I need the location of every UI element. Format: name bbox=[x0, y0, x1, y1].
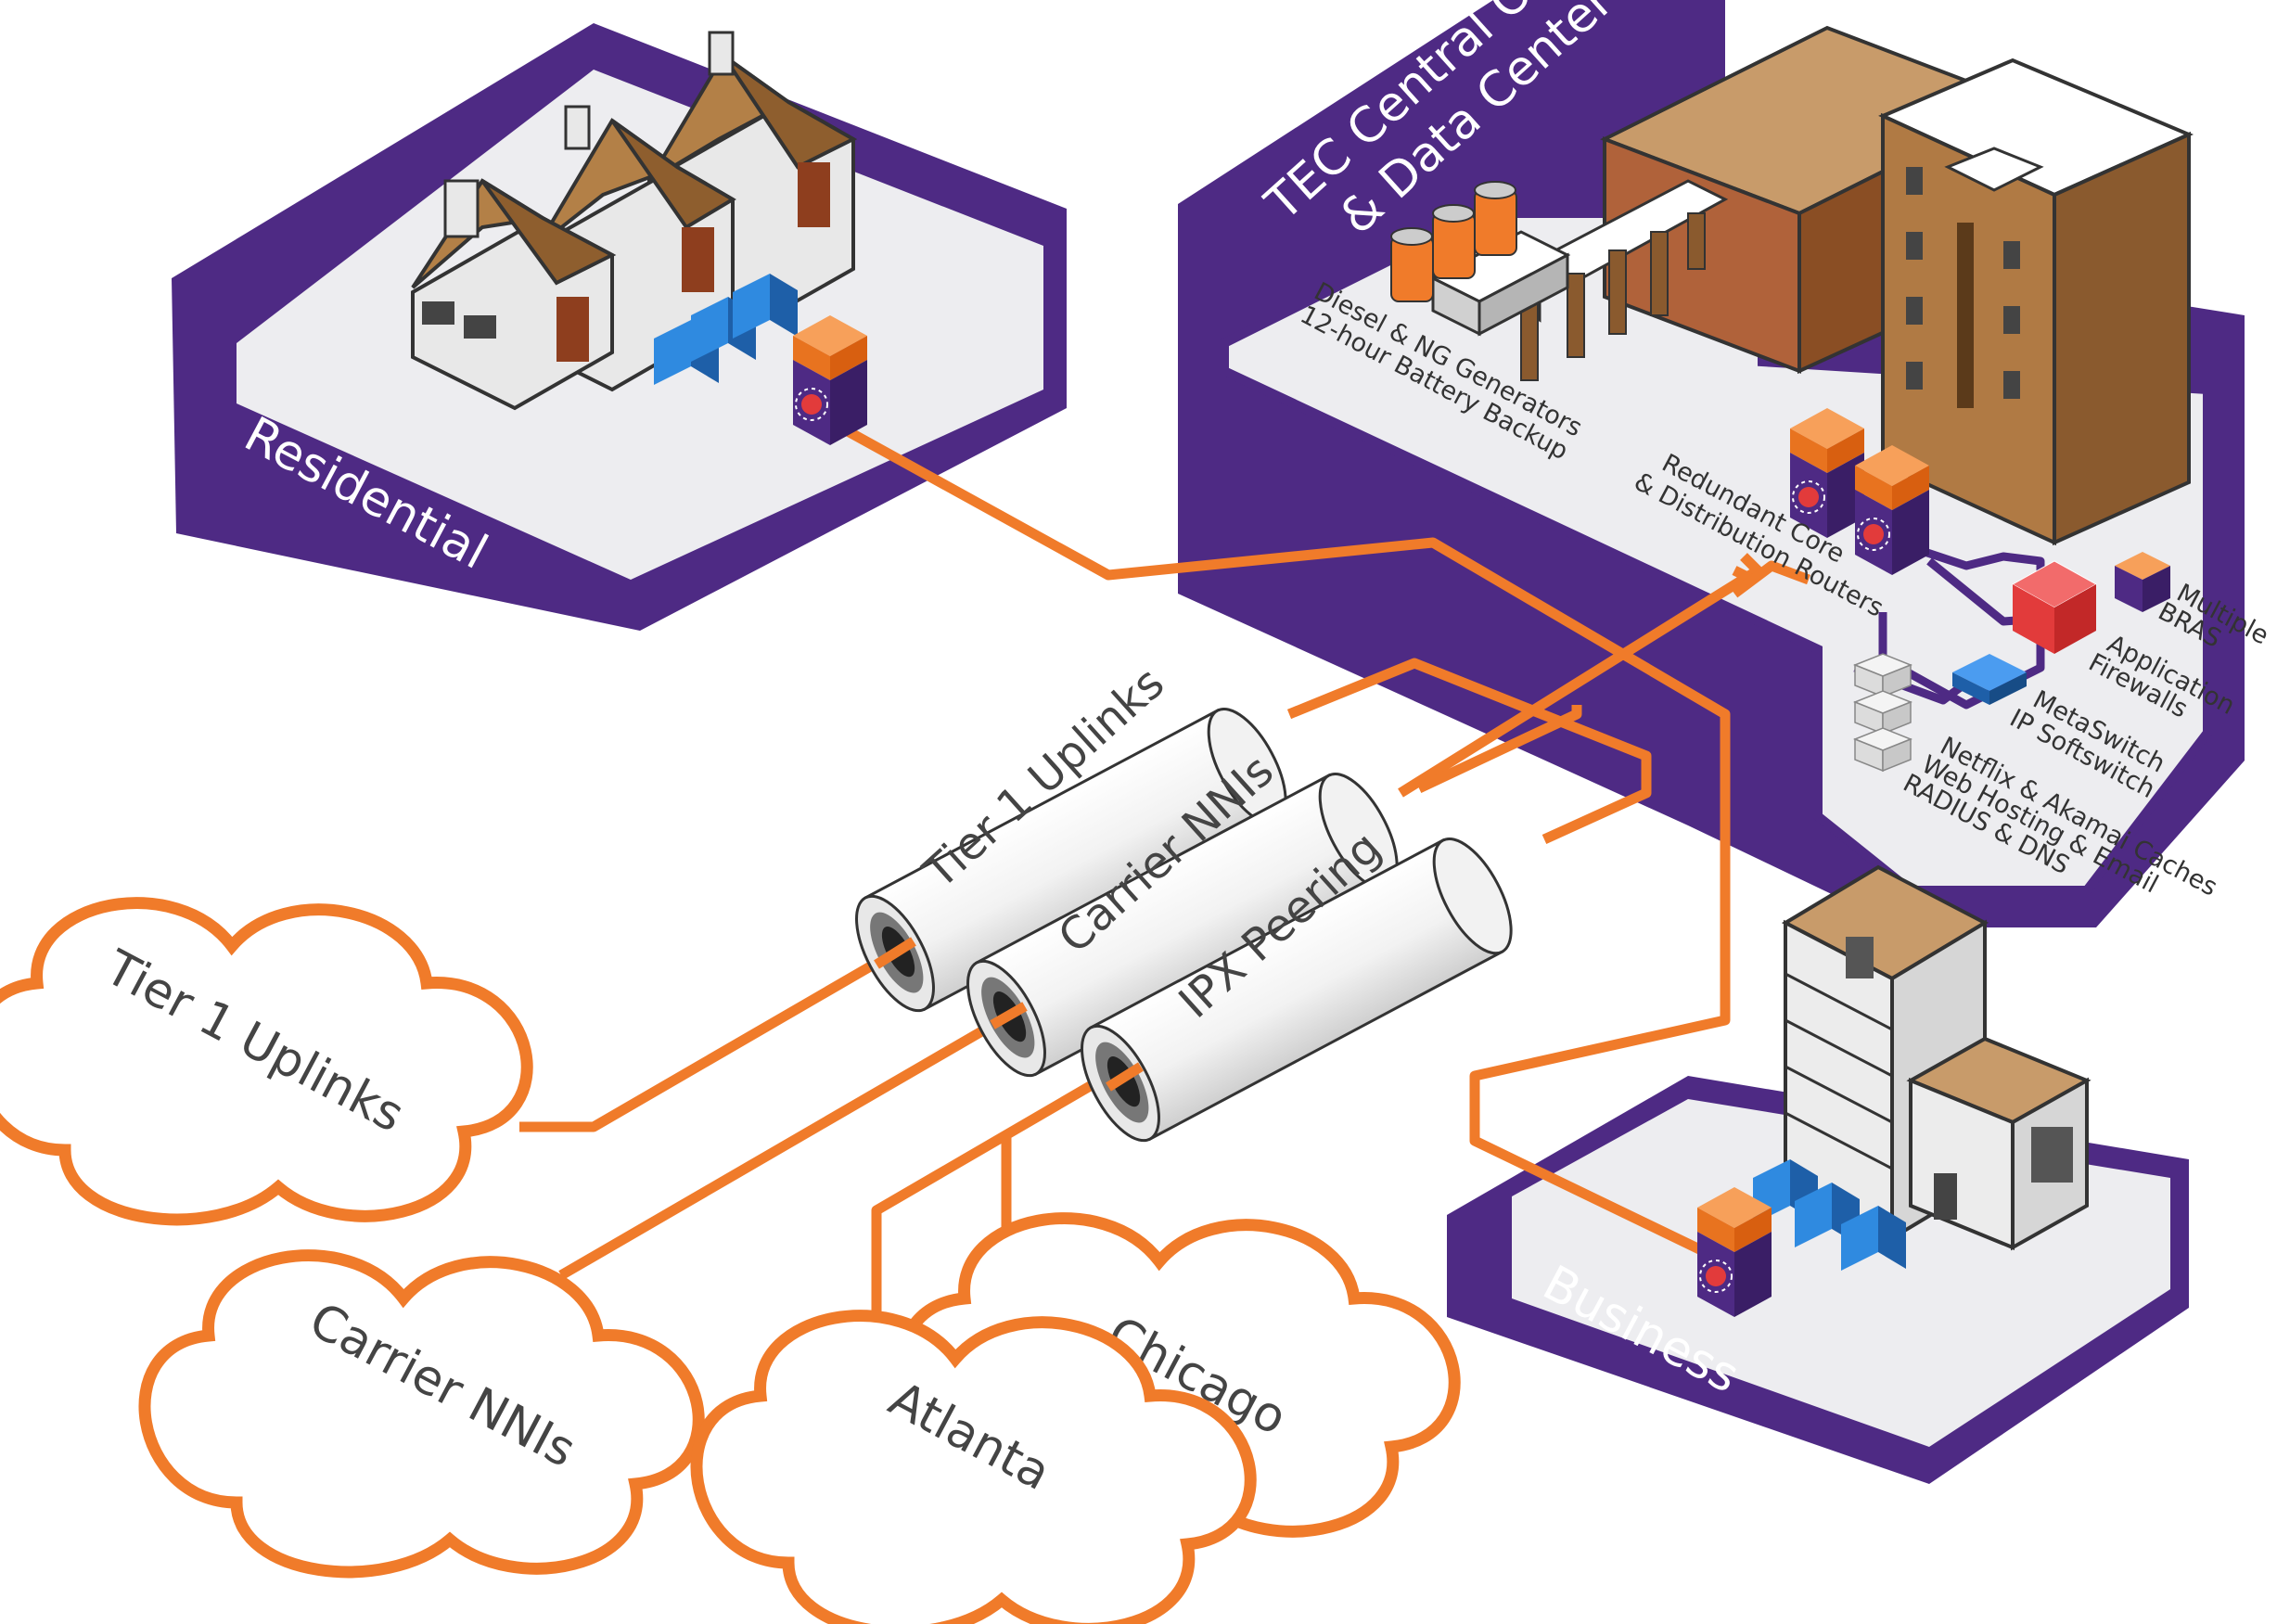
link-tier1-cloud bbox=[519, 937, 916, 1132]
link-pipe2-feed bbox=[1416, 705, 1582, 793]
bras-icon bbox=[2115, 552, 2170, 612]
link-carrier-cloud bbox=[558, 1002, 1028, 1280]
pipe-entry-links bbox=[874, 937, 1144, 1092]
cloud-icon-carrier: Carrier NNIs bbox=[145, 1256, 698, 1572]
office-building-icon-co-tower bbox=[1878, 58, 2194, 546]
house-icon-3 bbox=[411, 178, 617, 411]
cloud-icon-tier1: Tier 1 Uplinks bbox=[0, 903, 527, 1220]
router-icon-core-2 bbox=[1854, 444, 1930, 576]
link-ipx-atlanta bbox=[871, 1057, 1134, 1326]
link-core-uplink bbox=[1731, 560, 1810, 598]
house-icon-2 bbox=[536, 105, 736, 392]
router-icon-business bbox=[1696, 1186, 1772, 1318]
cloud-icon-atlanta: Atlanta bbox=[697, 1316, 1250, 1624]
network-links bbox=[519, 422, 1810, 1326]
link-pipe1-to-core bbox=[1286, 658, 1652, 845]
firewall-icon bbox=[2011, 560, 2098, 654]
link-residential-to-core bbox=[837, 422, 1746, 1275]
switch-icon bbox=[1952, 654, 2027, 705]
router-icon-residential bbox=[792, 314, 868, 446]
office-building-icon-business-short bbox=[1906, 1036, 2092, 1251]
battery-icon-group bbox=[1390, 181, 1517, 302]
